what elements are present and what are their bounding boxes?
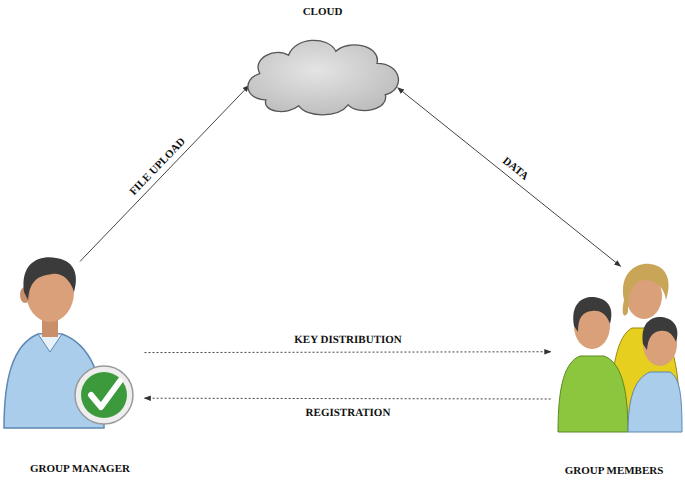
edge-label: DATA [499, 153, 533, 183]
connector [145, 398, 551, 400]
connector [80, 86, 249, 262]
connector [145, 351, 551, 353]
cloud-node: CLOUD [235, 5, 410, 120]
members-figure [558, 264, 682, 432]
cloud-shape [235, 27, 410, 118]
manager-figure [4, 257, 133, 428]
edge-label: REGISTRATION [303, 406, 392, 418]
node-label: GROUP MEMBERS [548, 464, 680, 476]
manager-node: GROUP MANAGER [5, 250, 155, 478]
connector [398, 88, 621, 266]
members-node: GROUP MEMBERS [548, 255, 680, 480]
node-label: CLOUD [235, 5, 410, 17]
edge-label: FILE UPLOAD [125, 133, 188, 198]
edge-label: KEY DISTRIBUTION [292, 333, 404, 345]
node-label: GROUP MANAGER [5, 462, 155, 474]
